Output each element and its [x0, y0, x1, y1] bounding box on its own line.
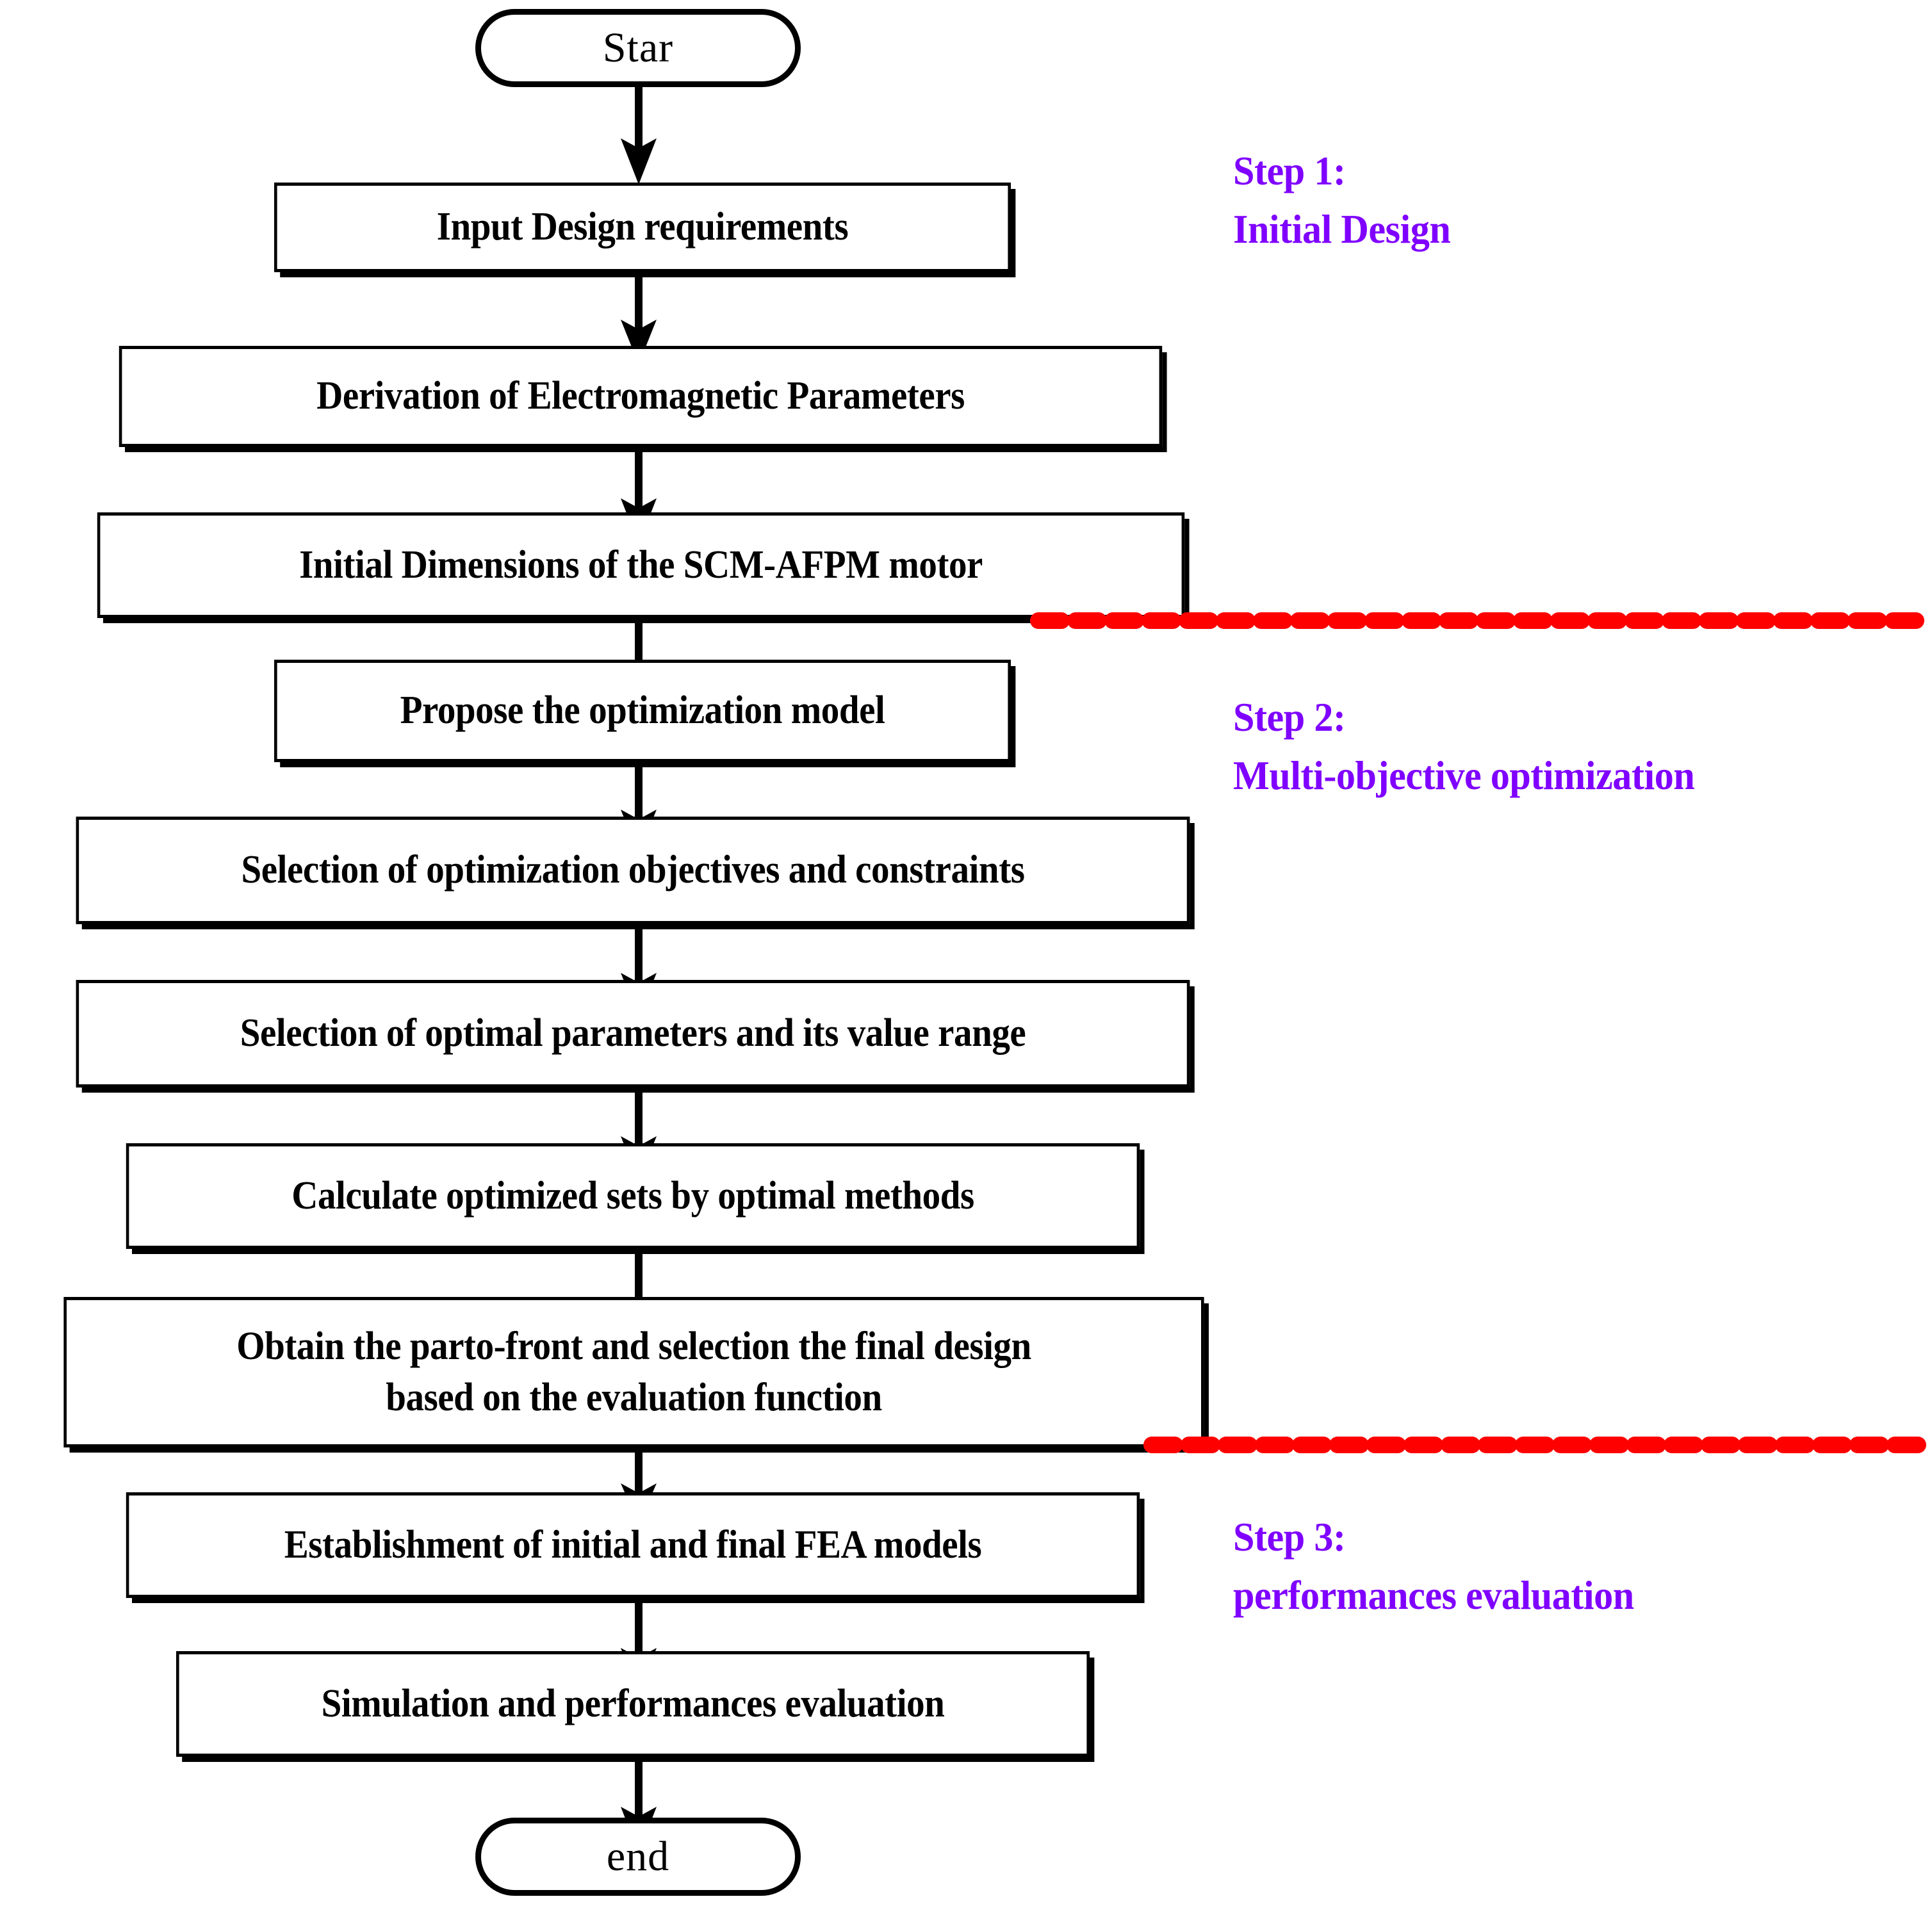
- node-simulation-performances-evaluation: Simulation and performances evaluation: [176, 1651, 1090, 1757]
- step-3-name: performances evaluation: [1233, 1572, 1634, 1618]
- node-propose-optimization-model: Propose the optimization model: [274, 660, 1011, 762]
- node-label-line1: Obtain the parto-front and selection the…: [236, 1324, 1031, 1369]
- node-label: Establishment of initial and final FEA m…: [284, 1522, 982, 1567]
- separator-step1-step2: [1030, 612, 1932, 629]
- arrow-n1-to-n2: [612, 271, 666, 364]
- node-label: Selection of optimal parameters and its …: [240, 1011, 1026, 1055]
- node-input-design-requirements: Input Design requirements: [274, 183, 1011, 272]
- node-label: Selection of optimization objectives and…: [241, 848, 1025, 892]
- step-label-2: Step 2: Multi-objective optimization: [1233, 689, 1695, 805]
- node-label: Derivation of Electromagnetic Parameters: [316, 374, 965, 418]
- node-selection-objectives-constraints: Selection of optimization objectives and…: [76, 817, 1190, 924]
- node-calculate-optimized-sets: Calculate optimized sets by optimal meth…: [126, 1143, 1140, 1249]
- terminator-end-label: end: [606, 1833, 670, 1880]
- node-derivation-electromagnetic-parameters: Derivation of Electromagnetic Parameters: [119, 346, 1163, 447]
- step-1-name: Initial Design: [1233, 206, 1451, 252]
- step-1-heading: Step 1:: [1233, 148, 1346, 193]
- node-initial-dimensions-scm-afpm-motor: Initial Dimensions of the SCM-AFPM motor: [97, 512, 1185, 618]
- node-obtain-pareto-front-final-design: Obtain the parto-front and selection the…: [63, 1297, 1204, 1447]
- step-2-name: Multi-objective optimization: [1233, 752, 1695, 798]
- node-label: Calculate optimized sets by optimal meth…: [291, 1173, 974, 1218]
- step-label-3: Step 3: performances evaluation: [1233, 1508, 1634, 1625]
- arrow-start-to-n1: [612, 85, 666, 184]
- terminator-start-label: Star: [602, 24, 674, 71]
- node-establishment-fea-models: Establishment of initial and final FEA m…: [126, 1492, 1140, 1598]
- node-selection-optimal-parameters-range: Selection of optimal parameters and its …: [76, 980, 1190, 1088]
- node-label: Simulation and performances evaluation: [321, 1681, 945, 1725]
- step-label-1: Step 1: Initial Design: [1233, 142, 1451, 259]
- step-3-heading: Step 3:: [1233, 1514, 1346, 1560]
- node-label: Propose the optimization model: [400, 689, 885, 733]
- node-label-line2: based on the evaluation function: [386, 1375, 882, 1419]
- node-label: Initial Dimensions of the SCM-AFPM motor: [299, 542, 983, 587]
- step-2-heading: Step 2:: [1233, 694, 1346, 740]
- terminator-end: end: [475, 1818, 801, 1896]
- node-label: Input Design requirements: [436, 205, 849, 249]
- separator-step2-step3: [1143, 1437, 1932, 1453]
- terminator-start: Star: [475, 9, 801, 87]
- arrow-n8-to-n9: [612, 1446, 666, 1524]
